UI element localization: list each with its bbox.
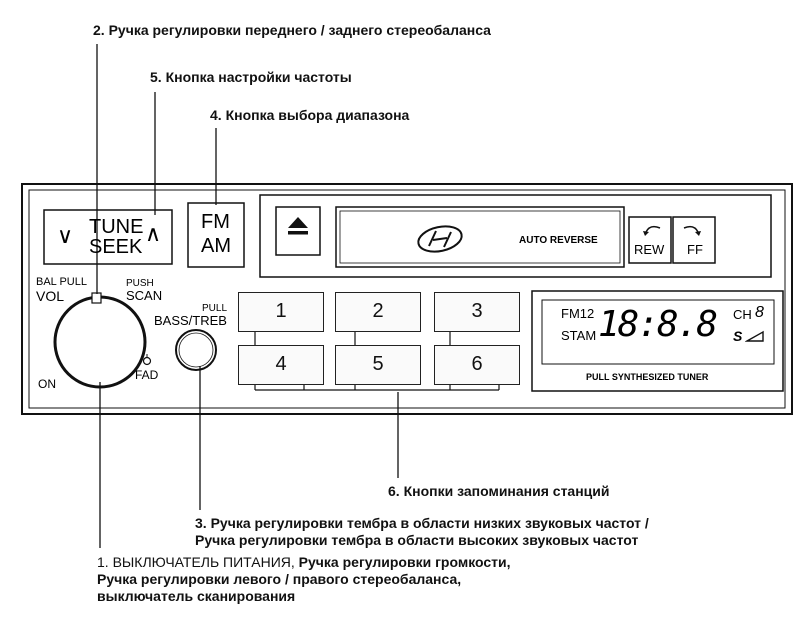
fm-label[interactable]: FM	[201, 211, 230, 233]
seek-label: SEEK	[89, 236, 143, 258]
callout-label-1a-rest: Ручка регулировки громкости,	[294, 554, 511, 570]
display-band: FM12	[561, 306, 595, 321]
fad-label: FAD	[135, 368, 159, 382]
eject-button	[275, 206, 321, 256]
preset-button-6[interactable]: 6	[434, 345, 520, 385]
volume-knob	[53, 295, 147, 389]
preset-label-1: 1	[275, 300, 287, 322]
tune-down-arrow[interactable]: ∨	[57, 223, 74, 248]
preset-label-2: 2	[372, 300, 384, 322]
rew-label[interactable]: REW	[634, 242, 665, 257]
tune-up-arrow[interactable]: ∧	[145, 221, 162, 246]
on-label: ON	[38, 377, 56, 391]
vol-label: VOL	[36, 288, 65, 304]
callout-label-3a: 3. Ручка регулировки тембра в области ни…	[195, 515, 649, 531]
display-st-am: STAM	[561, 328, 597, 343]
pull-label: PULL	[202, 303, 228, 314]
hyundai-logo-mark	[428, 230, 452, 248]
cassette-slot	[335, 206, 625, 268]
cassette-slot-inner	[339, 210, 621, 264]
hyundai-logo-icon	[417, 225, 463, 253]
display-ch: CH	[733, 307, 752, 322]
bal-pull-label: BAL PULL	[36, 276, 87, 288]
tuner-label: PULL SYNTHESIZED TUNER	[586, 372, 709, 382]
push-label: PUSH	[126, 278, 154, 289]
callout-label-5: 5. Кнопка настройки частоты	[150, 69, 352, 85]
rew-button	[628, 216, 672, 264]
tune-seek-frame	[43, 209, 173, 265]
fad-indicator-icon	[142, 356, 152, 366]
callout-label-1a: 1. ВЫКЛЮЧАТЕЛЬ ПИТАНИЯ, Ручка регулировк…	[97, 554, 511, 571]
bass-treb-knob-inner	[178, 332, 214, 368]
rew-arrow-head	[643, 231, 649, 236]
preset-label-5: 5	[372, 353, 384, 375]
radio-housing	[21, 183, 793, 415]
preset-label-4: 4	[275, 353, 287, 375]
callout-label-1b: Ручка регулировки левого / правого стере…	[97, 571, 462, 587]
signal-indicator-icon	[745, 330, 764, 342]
rew-arrow-icon	[645, 225, 661, 233]
preset-label-6: 6	[471, 353, 483, 375]
display-s: S	[733, 328, 743, 344]
preset-button-5[interactable]: 5	[335, 345, 421, 385]
auto-reverse-label: AUTO REVERSE	[519, 235, 598, 246]
display-frame	[531, 290, 784, 392]
callout-label-2: 2. Ручка регулировки переднего / заднего…	[93, 22, 491, 38]
ff-button	[672, 216, 716, 264]
power-switch-label: 1. ВЫКЛЮЧАТЕЛЬ ПИТАНИЯ,	[97, 554, 295, 570]
bass-treb-knob	[175, 329, 217, 371]
eject-icon	[288, 217, 308, 228]
display-frequency: 18:8.8	[598, 304, 718, 345]
scan-label: SCAN	[126, 288, 163, 303]
radio-housing-inner	[28, 189, 786, 409]
bass-treb-label: BASS/TREB	[154, 313, 227, 328]
display-ch-digit: 8	[755, 304, 764, 321]
preset-label-3: 3	[471, 300, 483, 322]
display-screen	[541, 299, 775, 365]
callout-label-4: 4. Кнопка выбора диапазона	[210, 107, 410, 123]
ff-arrow-head	[695, 231, 701, 236]
preset-button-4[interactable]: 4	[238, 345, 324, 385]
preset-button-2[interactable]: 2	[335, 292, 421, 332]
eject-icon-bar	[288, 231, 308, 235]
preset-button-1[interactable]: 1	[238, 292, 324, 332]
callout-label-3b: Ручка регулировки тембра в области высок…	[195, 532, 639, 548]
preset-button-3[interactable]: 3	[434, 292, 520, 332]
ff-label[interactable]: FF	[687, 242, 703, 257]
tune-label: TUNE	[89, 216, 144, 238]
bal-pull-tab	[91, 292, 102, 304]
cassette-area	[259, 194, 772, 278]
ff-arrow-icon	[683, 225, 699, 233]
callout-label-1c: выключатель сканирования	[97, 588, 296, 604]
callout-label-6: 6. Кнопки запоминания станций	[388, 483, 610, 499]
am-label[interactable]: AM	[201, 235, 231, 257]
